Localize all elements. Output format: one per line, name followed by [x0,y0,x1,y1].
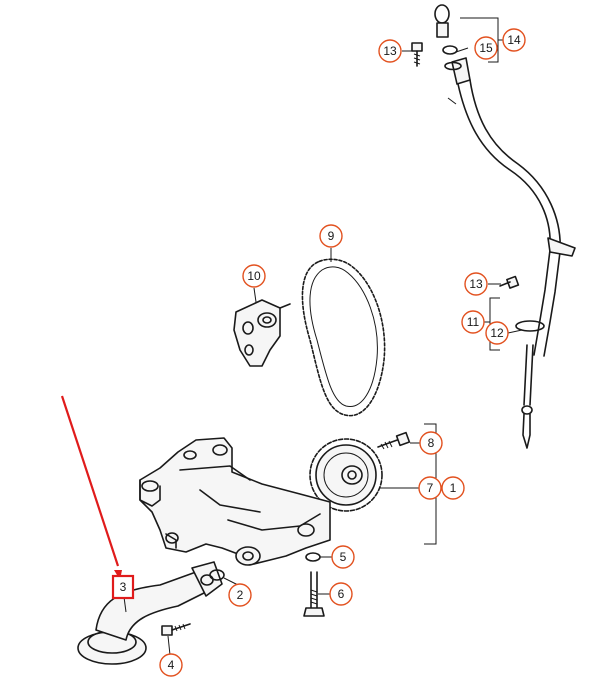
oil-pickup-pipe [77,561,223,665]
callout-8-text: 8 [428,436,435,450]
callout-12-text: 12 [490,326,504,340]
callout-5: 5 [331,545,355,569]
callout-3-highlighted: 3 [111,574,135,600]
callout-7: 7 [418,476,442,500]
callout-2-text: 2 [237,588,244,602]
chain-tensioner [233,299,291,367]
callout-5-text: 5 [340,550,347,564]
callout-1: 1 [441,476,465,500]
drive-chain [301,258,386,417]
callout-13-lower-text: 13 [469,277,483,291]
o-ring [209,569,225,581]
callout-9-text: 9 [328,229,335,243]
leader-lines [123,17,523,656]
washer [305,552,321,562]
callout-4: 4 [159,653,183,677]
callout-13-top: 13 [378,39,402,63]
callout-10: 10 [242,264,266,288]
callout-11: 11 [461,310,485,334]
callout-14-text: 14 [507,33,521,47]
callout-10-text: 10 [247,269,261,283]
dipstick-assembly [411,4,576,449]
callout-13-top-text: 13 [383,44,397,58]
callout-15-text: 15 [479,41,493,55]
callout-12: 12 [485,321,509,345]
callout-6-text: 6 [338,587,345,601]
highlight-arrow [60,395,122,580]
callout-14: 14 [502,28,526,52]
oil-pump-body [139,437,331,566]
long-bolt [303,571,325,617]
pump-sprocket [309,438,383,512]
callout-15: 15 [474,36,498,60]
sprocket-bolt [377,431,411,450]
callout-7-text: 7 [427,481,434,495]
callout-13-lower: 13 [464,272,488,296]
callout-3-text: 3 [120,580,127,594]
callout-11-text: 11 [467,315,480,329]
pipe-bolt [161,623,191,636]
callout-2: 2 [228,583,252,607]
callout-4-text: 4 [168,658,175,672]
callout-6: 6 [329,582,353,606]
callout-8: 8 [419,431,443,455]
callout-9: 9 [319,224,343,248]
callout-1-text: 1 [450,481,457,495]
